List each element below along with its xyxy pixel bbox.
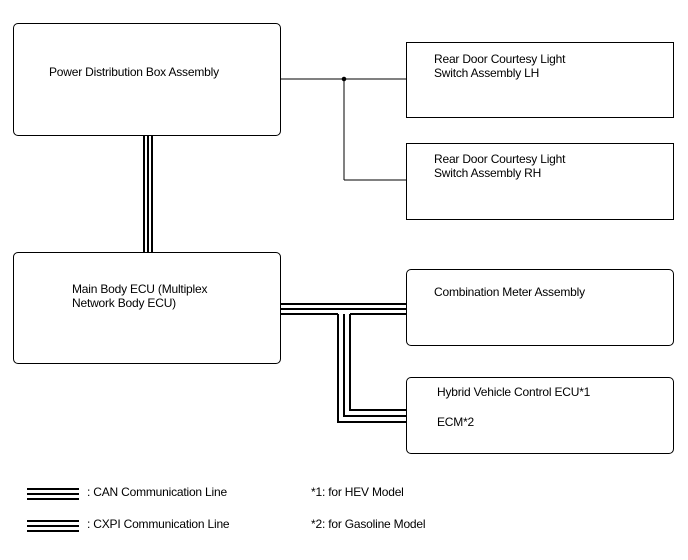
hybrid-ecu-ecm-box: Hybrid Vehicle Control ECU*1 ECM*2 [406,377,674,454]
cxpi-line-power-to-main [143,136,153,252]
legend-cxpi-sample [27,520,79,532]
ecm-label: ECM*2 [437,415,475,429]
legend-note-gasoline: *2: for Gasoline Model [311,517,426,531]
hybrid-ecu-label: Hybrid Vehicle Control ECU*1 [437,385,591,399]
rear-door-switch-rh-box: Rear Door Courtesy Light Switch Assembly… [406,143,674,220]
combination-meter-label: Combination Meter Assembly [434,285,585,299]
legend-can-label: : CAN Communication Line [87,485,227,499]
single-wire-rear-door-switches [281,76,406,181]
rear-door-switch-lh-box: Rear Door Courtesy Light Switch Assembly… [406,42,674,118]
power-distribution-box-label: Power Distribution Box Assembly [49,65,219,79]
main-body-ecu-box: Main Body ECU (Multiplex Network Body EC… [13,252,281,364]
rear-door-switch-rh-label: Rear Door Courtesy Light Switch Assembly… [434,152,566,180]
can-line-main-to-meters [281,303,406,423]
combination-meter-box: Combination Meter Assembly [406,269,674,346]
legend-can-sample [27,488,79,500]
main-body-ecu-label: Main Body ECU (Multiplex Network Body EC… [72,282,208,310]
junction-dot [341,76,347,82]
legend-note-hev: *1: for HEV Model [311,485,404,499]
power-distribution-box: Power Distribution Box Assembly [13,23,281,136]
legend-cxpi-label: : CXPI Communication Line [87,517,230,531]
rear-door-switch-lh-label: Rear Door Courtesy Light Switch Assembly… [434,52,566,80]
